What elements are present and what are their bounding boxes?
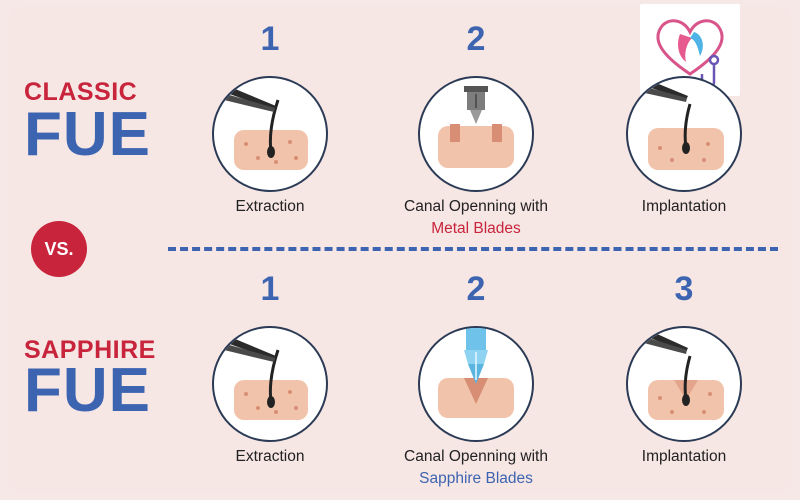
classic-title: CLASSIC <box>24 78 138 106</box>
sapphire-step2-label: Canal Openning with <box>404 448 548 465</box>
classic-step1-extraction-icon <box>212 76 328 192</box>
sapphire-step2-sapphire-blade-icon <box>418 326 534 442</box>
sapphire-step1-extraction-icon <box>212 326 328 442</box>
vs-badge: VS. <box>31 221 87 277</box>
clinic-logo: T.LC <box>640 4 740 96</box>
classic-step2-label: Canal Openning with <box>404 198 548 215</box>
sapphire-step2-sublabel: Sapphire Blades <box>419 470 533 487</box>
sapphire-fue-title: FUE <box>24 356 151 425</box>
classic-step2-metal-blade-icon <box>418 76 534 192</box>
sapphire-step1-number: 1 <box>260 270 280 308</box>
classic-step3-implantation-icon <box>626 76 742 192</box>
classic-fue-title: FUE <box>24 100 151 169</box>
sapphire-step3-number: 3 <box>674 270 694 308</box>
classic-step1-label: Extraction <box>235 198 305 215</box>
classic-step2-number: 2 <box>466 20 486 58</box>
sapphire-step2-number: 2 <box>466 270 486 308</box>
sapphire-title: SAPPHIRE <box>24 336 156 364</box>
classic-step2-sublabel: Metal Blades <box>431 220 521 237</box>
classic-step1-number: 1 <box>260 20 280 58</box>
sapphire-step3-implantation-icon <box>626 326 742 442</box>
classic-step3-label: Implantation <box>641 198 727 215</box>
sapphire-step1-label: Extraction <box>235 448 305 465</box>
sapphire-step3-label: Implantation <box>641 448 727 465</box>
section-divider <box>168 247 778 251</box>
